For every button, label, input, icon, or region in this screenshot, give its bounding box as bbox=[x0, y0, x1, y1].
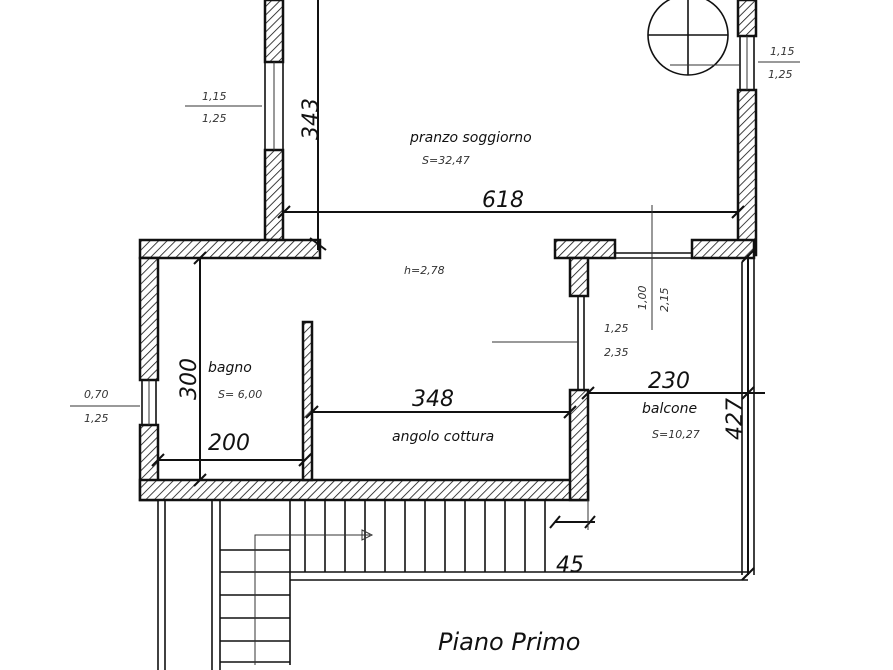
windows bbox=[141, 35, 755, 426]
wall-bagno-left-upper bbox=[138, 256, 160, 382]
wall-bottom bbox=[138, 478, 590, 502]
wall-living-left-upper bbox=[263, 0, 285, 64]
window-bagno-width: 0,70 bbox=[84, 388, 109, 401]
balcony-outline bbox=[290, 255, 755, 581]
dim-230: 230 bbox=[648, 369, 690, 394]
wall-middle-right bbox=[690, 238, 756, 260]
wall-living-left-lower bbox=[263, 148, 285, 242]
window-left-height: 1,25 bbox=[202, 112, 227, 125]
door-right-width: 1,00 bbox=[636, 286, 649, 311]
wall-living-right-lower bbox=[736, 88, 758, 257]
dim-618: 618 bbox=[482, 188, 524, 213]
dim-427: 427 bbox=[723, 398, 748, 440]
circle-symbol-icon bbox=[647, 0, 740, 76]
dim-200: 200 bbox=[208, 431, 250, 456]
room-balcone-name: balcone bbox=[642, 401, 697, 417]
room-bagno-area: S= 6,00 bbox=[218, 388, 262, 401]
room-balcone-area: S=10,27 bbox=[652, 428, 700, 441]
window-bagno-height: 1,25 bbox=[84, 412, 109, 425]
staircase bbox=[157, 500, 546, 670]
window-left-width: 1,15 bbox=[202, 90, 227, 103]
wall-living-right-upper bbox=[736, 0, 758, 38]
dimension-lines bbox=[70, 0, 800, 581]
room-pranzo-name: pranzo soggiorno bbox=[409, 130, 532, 146]
room-height: h=2,78 bbox=[404, 264, 445, 277]
walls bbox=[138, 0, 758, 502]
dim-300: 300 bbox=[177, 358, 202, 400]
room-cottura-name: angolo cottura bbox=[392, 429, 494, 445]
wall-pillar bbox=[568, 256, 590, 298]
window-right-width: 1,15 bbox=[770, 45, 795, 58]
plan-title: Piano Primo bbox=[438, 628, 580, 656]
door-balcony-width: 1,25 bbox=[604, 322, 629, 335]
wall-kitchen-right bbox=[568, 388, 590, 502]
wall-bagno-partition bbox=[301, 320, 314, 482]
room-bagno-name: bagno bbox=[208, 360, 252, 376]
dim-45: 45 bbox=[556, 553, 584, 578]
room-pranzo-area: S=32,47 bbox=[422, 154, 470, 167]
dim-348: 348 bbox=[412, 387, 454, 412]
door-balcony bbox=[577, 295, 585, 391]
wall-middle-center bbox=[553, 238, 617, 260]
door-balcony-height: 2,35 bbox=[604, 346, 629, 359]
door-right-height: 2,15 bbox=[658, 288, 671, 313]
window-right-height: 1,25 bbox=[768, 68, 793, 81]
wall-middle-left bbox=[138, 238, 322, 260]
dim-343: 343 bbox=[299, 98, 324, 140]
